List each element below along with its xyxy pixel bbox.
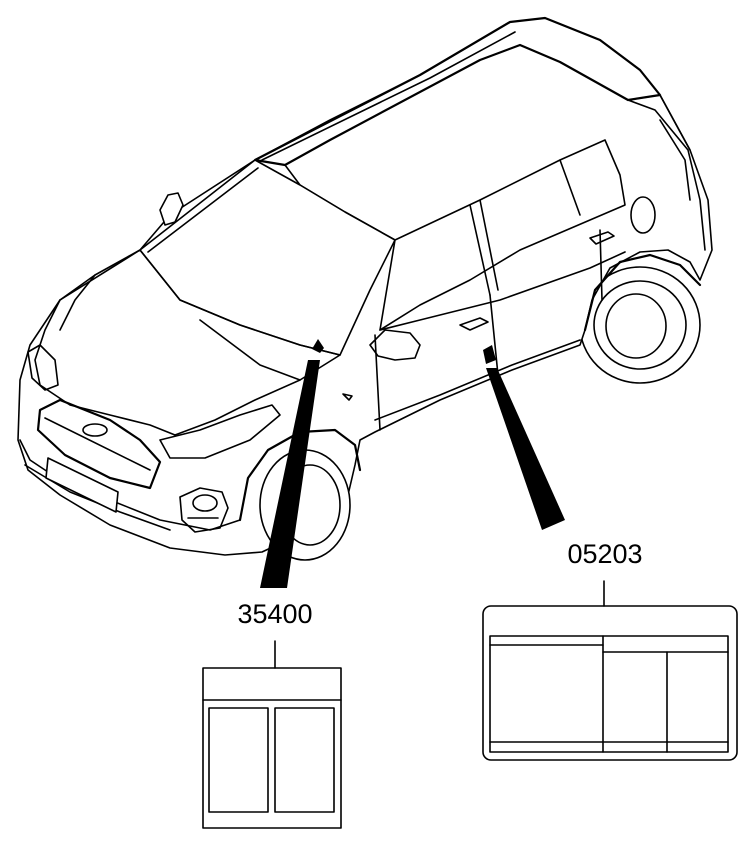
part-number-05203: 05203 [567, 539, 642, 569]
label-card-05203 [482, 605, 738, 761]
part-number-35400: 35400 [237, 599, 312, 629]
leader-left [260, 339, 324, 588]
rear-wheel [579, 266, 701, 384]
side-windows [379, 139, 626, 331]
license-plate [45, 457, 119, 513]
side-mirror-left [159, 192, 421, 361]
callout-05203: 05203 [482, 539, 738, 761]
headlight-left [159, 404, 281, 459]
grille [36, 398, 162, 490]
callout-35400: 35400 [202, 599, 342, 829]
label-card-35400 [202, 667, 342, 829]
fog-light [179, 487, 229, 533]
vehicle-illustration [17, 16, 713, 561]
leader-right [483, 345, 565, 530]
headlight-right [27, 344, 59, 391]
